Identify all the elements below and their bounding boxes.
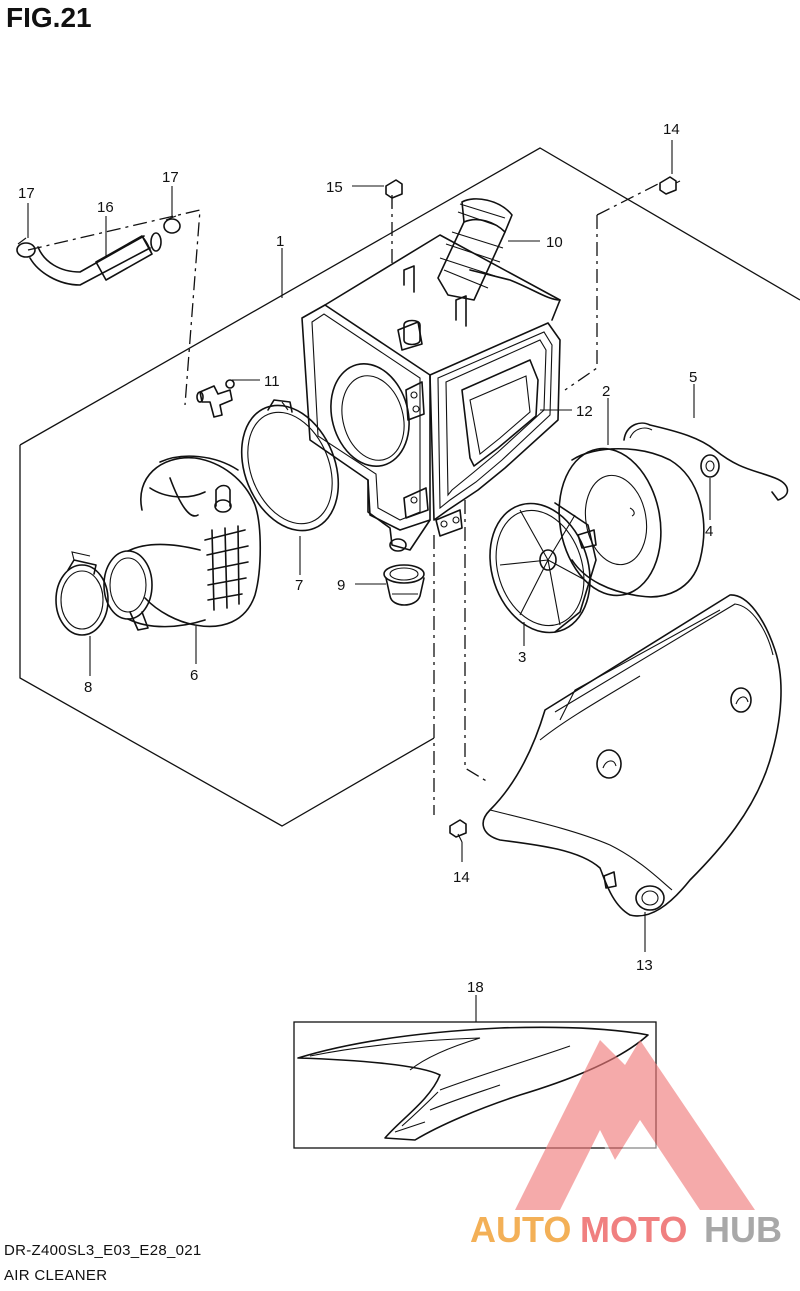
washer [700,454,720,478]
watermark-text-moto: MOTO [580,1209,687,1250]
assembly-name: AIR CLEANER [4,1267,108,1284]
bolt-upper-right [659,176,681,195]
callout-7: 7 [295,577,303,594]
bolt-top [385,179,403,208]
callout-16: 16 [97,199,114,216]
reference-lines [27,183,659,815]
callout-14-top: 14 [663,121,680,138]
seal-ring [240,399,340,532]
callout-5: 5 [689,369,697,386]
callout-11: 11 [264,373,280,390]
case-gasket [429,322,561,537]
watermark-text-auto: AUTO [470,1209,571,1250]
filter-cage [489,502,597,634]
callout-4: 4 [705,523,713,540]
filter-element [558,447,705,598]
callout-15: 15 [326,179,343,196]
callout-12: 12 [576,403,593,420]
callout-1: 1 [276,233,284,250]
watermark-text-hub: HUB [704,1209,782,1250]
wire-clip [623,422,789,501]
callout-13: 13 [636,957,653,974]
figure-title: FIG.21 [6,2,92,33]
callout-3: 3 [518,649,526,666]
tube-clamp [55,551,109,636]
drain-boot [383,564,425,606]
outlet-tube [103,455,262,631]
elbow-fitting [196,379,235,418]
callout-17-left: 17 [18,185,35,202]
leader-lines [27,140,711,1022]
watermark-logo: AUTO MOTO HUB [470,1040,782,1250]
watermark-triangle-icon [515,1040,755,1210]
callout-10: 10 [546,234,563,251]
callout-9: 9 [337,577,345,594]
callout-6: 6 [190,667,198,684]
bolt-lower [449,819,467,843]
case-grommets [403,319,421,346]
callout-8: 8 [84,679,92,696]
callout-14-bottom: 14 [453,869,470,886]
breather-hose [29,232,162,286]
callout-17-right: 17 [162,169,179,186]
diagram-code: DR-Z400SL3_E03_E28_021 [4,1242,202,1259]
hose-clamp-right [163,215,181,234]
callout-2: 2 [602,383,610,400]
assembly-frame [19,147,800,827]
callout-labels: 1 2 3 4 5 6 7 8 9 10 11 12 13 14 14 15 1… [18,121,713,996]
side-cover [482,594,782,917]
callout-18: 18 [467,979,484,996]
intake-duct [437,198,513,301]
hose-clamp-left [16,237,36,258]
